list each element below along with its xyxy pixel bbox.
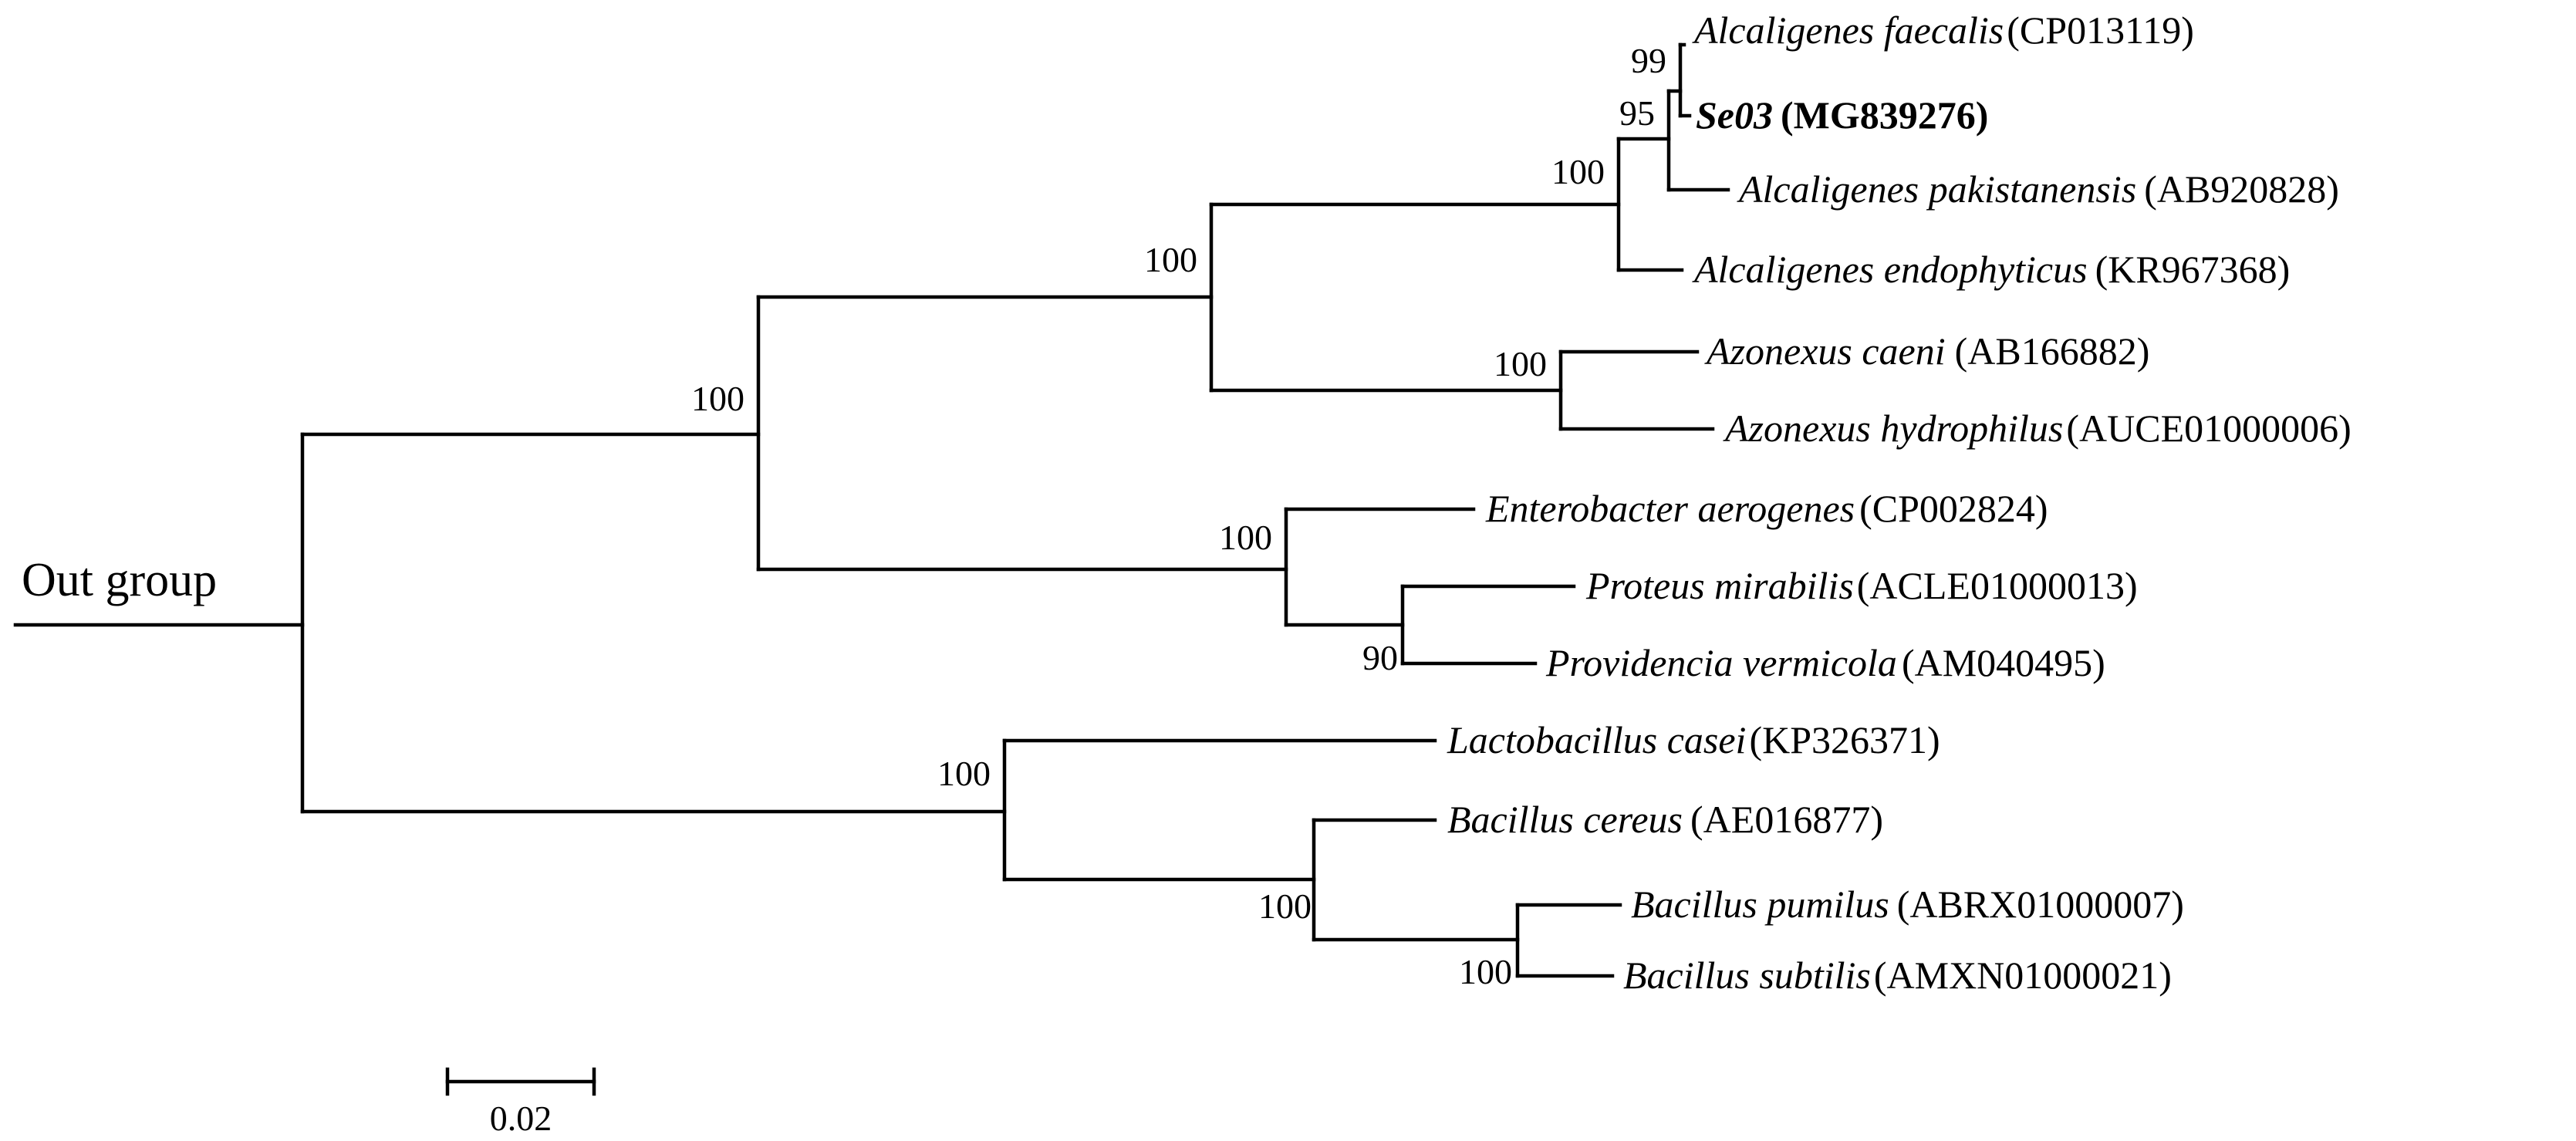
taxon-label-azo-caeni: Azonexus caeni(AB166882) bbox=[1704, 329, 2149, 373]
taxon-name: Providencia vermicola bbox=[1545, 641, 1897, 684]
tree-branches bbox=[13, 42, 1730, 978]
bootstrap-enterobacterales: 100 bbox=[1219, 518, 1272, 557]
taxon-label-se03: Se03(MG839276) bbox=[1696, 93, 1988, 137]
bootstrap-alc-faecalis-se03: 99 bbox=[1631, 41, 1666, 80]
bootstrap-values: 99 95 100 100 100 100 100 90 100 100 100 bbox=[691, 41, 1666, 991]
taxon-label-alc-faecalis: Alcaligenes faecalis(CP013119) bbox=[1692, 8, 2194, 52]
taxon-name: Azonexus caeni bbox=[1704, 329, 1946, 373]
taxon-name: Se03 bbox=[1696, 93, 1773, 137]
taxon-name: Proteus mirabilis bbox=[1585, 564, 1854, 607]
scale-bar-label: 0.02 bbox=[490, 1099, 552, 1138]
bootstrap-se03-pakistanensis: 95 bbox=[1619, 93, 1655, 133]
taxon-accession: (AMXN01000021) bbox=[1874, 954, 2172, 997]
taxon-label-pro-mirabilis: Proteus mirabilis(ACLE01000013) bbox=[1585, 564, 2138, 607]
taxon-accession: (CP002824) bbox=[1859, 487, 2048, 530]
bootstrap-alcaligenes: 100 bbox=[1551, 152, 1605, 191]
bootstrap-proteus-providencia: 90 bbox=[1362, 638, 1398, 677]
taxon-accession: (MG839276) bbox=[1781, 93, 1988, 137]
bootstrap-bacillus: 100 bbox=[1258, 886, 1312, 926]
taxon-accession: (KP326371) bbox=[1749, 718, 1940, 761]
taxon-name: Lactobacillus casei bbox=[1447, 718, 1746, 761]
taxon-label-alc-pakistanensis: Alcaligenes pakistanensis(AB920828) bbox=[1737, 167, 2339, 211]
taxon-name: Azonexus hydrophilus bbox=[1723, 407, 2063, 450]
taxon-accession: (CP013119) bbox=[2007, 8, 2194, 52]
taxon-label-lac-casei: Lactobacillus casei(KP326371) bbox=[1447, 718, 1940, 761]
taxon-labels: Alcaligenes faecalis(CP013119) Se03(MG83… bbox=[1447, 8, 2351, 997]
outgroup-label: Out group bbox=[22, 554, 217, 606]
bootstrap-firmicutes: 100 bbox=[937, 754, 991, 793]
taxon-accession: (ABRX01000007) bbox=[1897, 883, 2184, 926]
taxon-name: Alcaligenes endophyticus bbox=[1692, 248, 2088, 291]
taxon-name: Bacillus pumilus bbox=[1631, 883, 1889, 926]
taxon-label-bac-cereus: Bacillus cereus(AE016877) bbox=[1447, 798, 1883, 841]
taxon-label-azo-hydrophilus: Azonexus hydrophilus(AUCE01000006) bbox=[1723, 407, 2351, 450]
taxon-accession: (AUCE01000006) bbox=[2066, 407, 2351, 450]
taxon-label-prov-vermicola: Providencia vermicola(AM040495) bbox=[1545, 641, 2105, 684]
taxon-name: Bacillus subtilis bbox=[1623, 954, 1871, 997]
taxon-accession: (AB920828) bbox=[2144, 167, 2339, 211]
bootstrap-pumilus-subtilis: 100 bbox=[1459, 952, 1512, 991]
taxon-label-bac-subtilis: Bacillus subtilis(AMXN01000021) bbox=[1623, 954, 2172, 997]
bootstrap-azonexus: 100 bbox=[1494, 344, 1547, 383]
taxon-label-alc-endophyticus: Alcaligenes endophyticus(KR967368) bbox=[1692, 248, 2290, 291]
taxon-name: Alcaligenes pakistanensis bbox=[1737, 167, 2136, 211]
taxon-name: Enterobacter aerogenes bbox=[1485, 487, 1855, 530]
taxon-accession: (ACLE01000013) bbox=[1857, 564, 2138, 607]
bootstrap-alcaligenes-azonexus: 100 bbox=[1144, 240, 1197, 279]
taxon-accession: (AM040495) bbox=[1902, 641, 2105, 684]
taxon-accession: (KR967368) bbox=[2095, 248, 2291, 291]
scale-bar: 0.02 bbox=[445, 1067, 596, 1138]
bootstrap-proteobacteria: 100 bbox=[691, 379, 744, 418]
taxon-label-bac-pumilus: Bacillus pumilus(ABRX01000007) bbox=[1631, 883, 2184, 926]
taxon-name: Bacillus cereus bbox=[1447, 798, 1683, 841]
taxon-accession: (AE016877) bbox=[1690, 798, 1883, 841]
taxon-accession: (AB166882) bbox=[1955, 329, 2150, 373]
taxon-label-ent-aerogenes: Enterobacter aerogenes(CP002824) bbox=[1485, 487, 2048, 530]
taxon-name: Alcaligenes faecalis bbox=[1692, 8, 2004, 52]
